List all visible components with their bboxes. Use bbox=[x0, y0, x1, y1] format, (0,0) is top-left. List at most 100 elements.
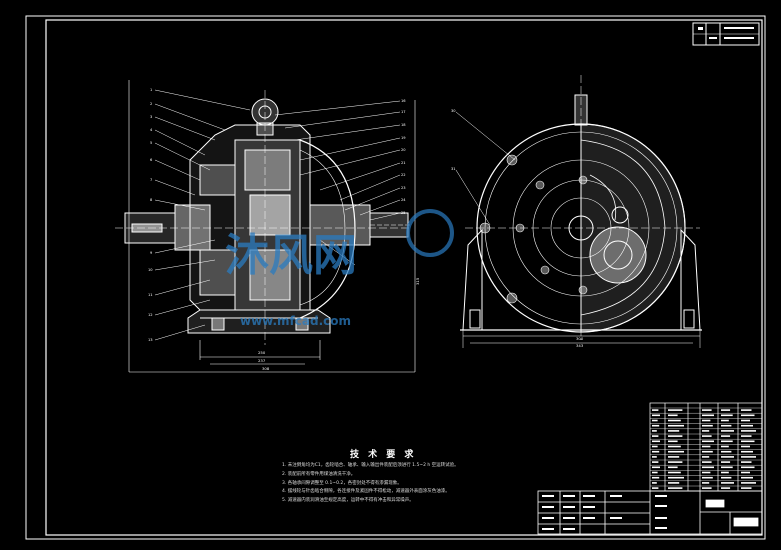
svg-text:18: 18 bbox=[401, 123, 406, 127]
parts-list-entry bbox=[721, 440, 733, 443]
title-block-entry bbox=[563, 528, 575, 530]
parts-list-entry bbox=[702, 430, 710, 432]
side-callout-31: 31 bbox=[451, 167, 456, 171]
parts-list-entry bbox=[668, 445, 681, 448]
parts-list-entry bbox=[702, 414, 714, 417]
svg-text:24: 24 bbox=[401, 198, 406, 202]
side-callout-30: 30 bbox=[451, 109, 456, 113]
parts-list-entry bbox=[721, 471, 729, 474]
parts-list-entry bbox=[668, 487, 683, 489]
svg-text:13: 13 bbox=[148, 338, 153, 342]
parts-list-entry bbox=[702, 419, 711, 422]
parts-list-rows bbox=[650, 407, 762, 489]
parts-list-entry bbox=[702, 435, 712, 437]
parts-list-entry bbox=[652, 430, 657, 432]
parts-list-entry bbox=[741, 430, 756, 432]
parts-list-entry bbox=[652, 487, 659, 489]
parts-list-entry bbox=[721, 476, 732, 479]
watermark-url: www.mfcad.com bbox=[240, 314, 351, 328]
parts-list-entry bbox=[668, 440, 678, 443]
parts-list-entry bbox=[652, 450, 660, 453]
svg-text:20: 20 bbox=[401, 148, 406, 152]
parts-list-entry bbox=[668, 414, 678, 417]
left-callout-numbers: 1 2 3 4 5 6 7 8 9 10 11 12 13 bbox=[148, 88, 153, 342]
parts-list-entry bbox=[702, 440, 714, 443]
parts-list-entry bbox=[668, 419, 681, 422]
dim-vertical: 315 bbox=[415, 277, 420, 285]
watermark-main: 沐风网 bbox=[225, 230, 357, 281]
parts-list-entry bbox=[741, 482, 756, 484]
parts-list-entry bbox=[721, 435, 731, 437]
parts-list-entry bbox=[741, 450, 753, 453]
svg-text:5: 5 bbox=[150, 141, 152, 145]
parts-list-entry bbox=[721, 487, 731, 489]
parts-list-entry bbox=[721, 419, 729, 422]
svg-text:9: 9 bbox=[150, 251, 153, 255]
parts-list-entry bbox=[668, 456, 680, 458]
watermark: 沐风网 www.mfcad.com bbox=[225, 209, 454, 328]
dim-250: 250 bbox=[258, 350, 266, 355]
svg-text:4: 4 bbox=[150, 128, 153, 132]
svg-text:8: 8 bbox=[150, 198, 153, 202]
side-dim-343: 343 bbox=[576, 343, 584, 348]
parts-list-entry bbox=[741, 466, 755, 469]
parts-list-entry bbox=[652, 476, 660, 479]
title-block-entry bbox=[563, 517, 575, 519]
svg-text:3: 3 bbox=[150, 115, 152, 119]
inner-frame bbox=[45, 19, 763, 536]
parts-list-entry bbox=[668, 409, 683, 411]
svg-text:16: 16 bbox=[401, 99, 406, 103]
svg-text:12: 12 bbox=[148, 313, 153, 317]
parts-list-entry bbox=[721, 430, 734, 432]
parts-list-entry bbox=[741, 414, 755, 417]
note-2: 2. 装配前所有零件用煤油清洗干净。 bbox=[282, 471, 356, 477]
title-block-entry bbox=[563, 506, 575, 508]
parts-list-entry bbox=[721, 445, 729, 448]
title-block-entry bbox=[563, 495, 575, 497]
parts-list-entry bbox=[721, 461, 731, 463]
parts-list-entry bbox=[721, 456, 734, 458]
left-callouts bbox=[154, 89, 251, 341]
svg-text:2: 2 bbox=[150, 102, 152, 106]
title-block-entry bbox=[655, 517, 667, 519]
parts-list-entry bbox=[741, 445, 750, 448]
parts-list-entry bbox=[652, 461, 659, 463]
parts-list-entry bbox=[702, 424, 713, 427]
right-callout-numbers: 16 17 18 19 20 21 22 23 24 25 bbox=[401, 99, 406, 215]
parts-list-entry bbox=[668, 461, 683, 463]
parts-list-entry bbox=[741, 471, 750, 474]
parts-list-entry bbox=[721, 466, 733, 469]
parts-list-entry bbox=[652, 440, 660, 443]
title-block-entry bbox=[542, 495, 554, 497]
parts-list-entry bbox=[721, 409, 731, 411]
title-block-entry bbox=[655, 505, 667, 507]
technical-requirements: 1. 未注倒角均为C1，齿轮啮合、轴承、输入输出件装配后须进行 1.5~2 h … bbox=[282, 462, 459, 506]
side-view bbox=[460, 75, 702, 340]
parts-list-entry bbox=[741, 476, 753, 479]
parts-list-entry bbox=[652, 409, 659, 411]
parts-list-entry bbox=[721, 414, 733, 417]
title-block bbox=[537, 490, 763, 535]
note-1: 1. 未注倒角均为C1，齿轮啮合、轴承、输入输出件装配后须进行 1.5~2 h … bbox=[282, 463, 459, 468]
note-5: 5. 减速器内装润滑油至规定高度，运转中不得有冲击和异常噪声。 bbox=[282, 498, 414, 504]
svg-text:23: 23 bbox=[401, 186, 406, 190]
title-block-entry bbox=[542, 528, 554, 530]
parts-list-entry bbox=[668, 466, 678, 469]
parts-list-entry bbox=[702, 487, 712, 489]
parts-list-entry bbox=[668, 450, 684, 453]
dim-308: 308 bbox=[262, 366, 270, 371]
parts-list-entry bbox=[668, 435, 683, 437]
parts-list-entry bbox=[652, 471, 658, 474]
parts-list-entry bbox=[652, 456, 657, 458]
parts-list-entry bbox=[702, 450, 713, 453]
parts-list-entry bbox=[741, 440, 755, 443]
svg-text:1: 1 bbox=[150, 88, 152, 92]
svg-text:17: 17 bbox=[401, 110, 406, 114]
svg-text:19: 19 bbox=[401, 136, 406, 140]
parts-list-entry bbox=[741, 487, 752, 489]
note-4: 4. 摆线轮与针齿啮合侧隙，各连接件及紧固件不得松动，减速器外表面涂灰色油漆。 bbox=[282, 489, 450, 495]
title-block-entry bbox=[655, 495, 667, 497]
parts-list-entry bbox=[652, 424, 660, 427]
